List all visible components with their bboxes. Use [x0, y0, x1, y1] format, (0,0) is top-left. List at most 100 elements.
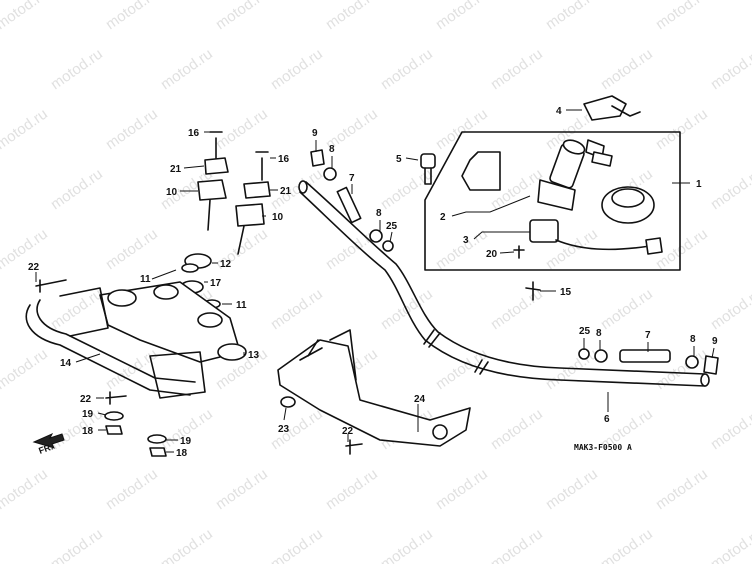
- bolt-15: [525, 281, 541, 301]
- holder-10-right: [235, 203, 265, 227]
- watermark-text: motod.ru: [598, 45, 656, 93]
- watermark-text: motod.ru: [708, 525, 752, 564]
- watermark-text: motod.ru: [433, 465, 491, 513]
- nut-18-left: [105, 425, 123, 435]
- leader-5: [405, 157, 419, 161]
- watermark-text: motod.ru: [433, 0, 491, 33]
- lower-frame-plate-right: [149, 351, 206, 399]
- watermark-text: motod.ru: [0, 225, 51, 273]
- watermark-text: motod.ru: [48, 525, 106, 564]
- watermark-text: motod.ru: [268, 165, 326, 213]
- callout-24: 24: [414, 394, 426, 405]
- watermark-text: motod.ru: [268, 285, 326, 333]
- callout-11-top: 11: [140, 274, 151, 285]
- screw-20: [513, 245, 525, 259]
- handlebar-knurl-2: [474, 359, 489, 375]
- switch-bracket: [461, 151, 501, 191]
- callout-15: 15: [560, 287, 572, 298]
- seat-lock-cable: [555, 239, 651, 251]
- weight-rod-7-right: [619, 349, 671, 363]
- top-bridge-13: [99, 281, 247, 363]
- callout-14: 14: [60, 358, 72, 369]
- callout-16-left: 16: [188, 128, 200, 139]
- key-2: [591, 151, 613, 167]
- callout-22-bracket: 22: [342, 426, 354, 437]
- diagram-code: MAK3-F0500 A: [574, 443, 632, 452]
- watermark-text: motod.ru: [323, 0, 381, 33]
- callout-21-left: 21: [170, 164, 182, 175]
- ignition-switch-mount: [537, 179, 576, 211]
- callout-5: 5: [396, 154, 402, 165]
- washer-25-left: [382, 240, 394, 252]
- bolt-22-top: [35, 279, 67, 293]
- callout-8-left-bottom: 8: [376, 208, 382, 219]
- upper-holder-left: [197, 131, 229, 231]
- watermark-text: motod.ru: [103, 225, 161, 273]
- handlebar-end-left: [298, 180, 308, 194]
- callout-22-top: 22: [28, 262, 40, 273]
- callout-18-left: 18: [82, 426, 94, 437]
- bolt-16-right: [255, 151, 269, 181]
- lower-frame-14: [25, 287, 206, 399]
- handlebar-end-right: [700, 373, 710, 387]
- right-bar-end-parts: [578, 348, 719, 375]
- leader-11a: [151, 269, 177, 280]
- watermark-text: motod.ru: [488, 45, 546, 93]
- callout-25-right: 25: [579, 326, 591, 337]
- callout-25-left: 25: [386, 221, 398, 232]
- bracket-24-body: [277, 339, 471, 447]
- watermark-text: motod.ru: [488, 525, 546, 564]
- seat-lock: [529, 219, 559, 243]
- watermark-text: motod.ru: [268, 45, 326, 93]
- callout-7-left: 7: [349, 173, 355, 184]
- key-5-head: [420, 153, 436, 169]
- callout-23: 23: [278, 424, 290, 435]
- ignition-switch-kit: [424, 131, 681, 271]
- callout-8-right-b: 8: [690, 334, 696, 345]
- callout-9-right: 9: [712, 336, 718, 347]
- watermark-text: motod.ru: [103, 465, 161, 513]
- holder-cap-21-right: [243, 181, 271, 199]
- watermark-text: motod.ru: [433, 105, 491, 153]
- watermark-text: motod.ru: [598, 525, 656, 564]
- leader-21a: [183, 165, 205, 169]
- callout-11-bottom: 11: [236, 300, 247, 311]
- holder-10-left-stem: [207, 199, 211, 231]
- bracket-24-eye: [432, 424, 448, 440]
- nut-18-right: [149, 447, 167, 457]
- top-bridge-boss-center: [153, 284, 179, 300]
- grommet-23: [280, 396, 296, 408]
- watermark-text: motod.ru: [0, 465, 51, 513]
- watermark-text: motod.ru: [488, 405, 546, 453]
- fuel-cap-lock: [601, 186, 655, 224]
- watermark-text: motod.ru: [48, 405, 106, 453]
- callout-19-left: 19: [82, 409, 94, 420]
- watermark-text: motod.ru: [708, 405, 752, 453]
- nut-8-right: [594, 349, 608, 363]
- watermark-text: motod.ru: [488, 285, 546, 333]
- bar-end-cap-9-right: [703, 355, 719, 375]
- callout-20: 20: [486, 249, 498, 260]
- callout-1: 1: [696, 179, 702, 190]
- left-bar-end-parts: [310, 149, 394, 252]
- leader-23: [283, 407, 287, 421]
- nut-8-left: [323, 167, 337, 181]
- nut-8-right-2: [685, 355, 699, 369]
- front-direction-label: FR.: [37, 442, 54, 456]
- lower-frame-inner: [36, 299, 196, 383]
- washer-25-right: [578, 348, 590, 360]
- top-bridge-boss-right: [197, 312, 223, 328]
- lower-frame-plate-left: [59, 287, 109, 337]
- top-bridge-boss-left: [107, 289, 137, 307]
- holder-cap-21-left: [204, 157, 229, 175]
- watermark-text: motod.ru: [378, 525, 436, 564]
- watermark-text: motod.ru: [158, 525, 216, 564]
- callout-12: 12: [220, 259, 232, 270]
- key-5-blade: [424, 167, 432, 185]
- callout-4: 4: [556, 106, 562, 117]
- watermark-text: motod.ru: [103, 105, 161, 153]
- leader-19a: [97, 412, 107, 416]
- callout-18-right: 18: [176, 448, 188, 459]
- lower-frame-outer: [25, 304, 191, 396]
